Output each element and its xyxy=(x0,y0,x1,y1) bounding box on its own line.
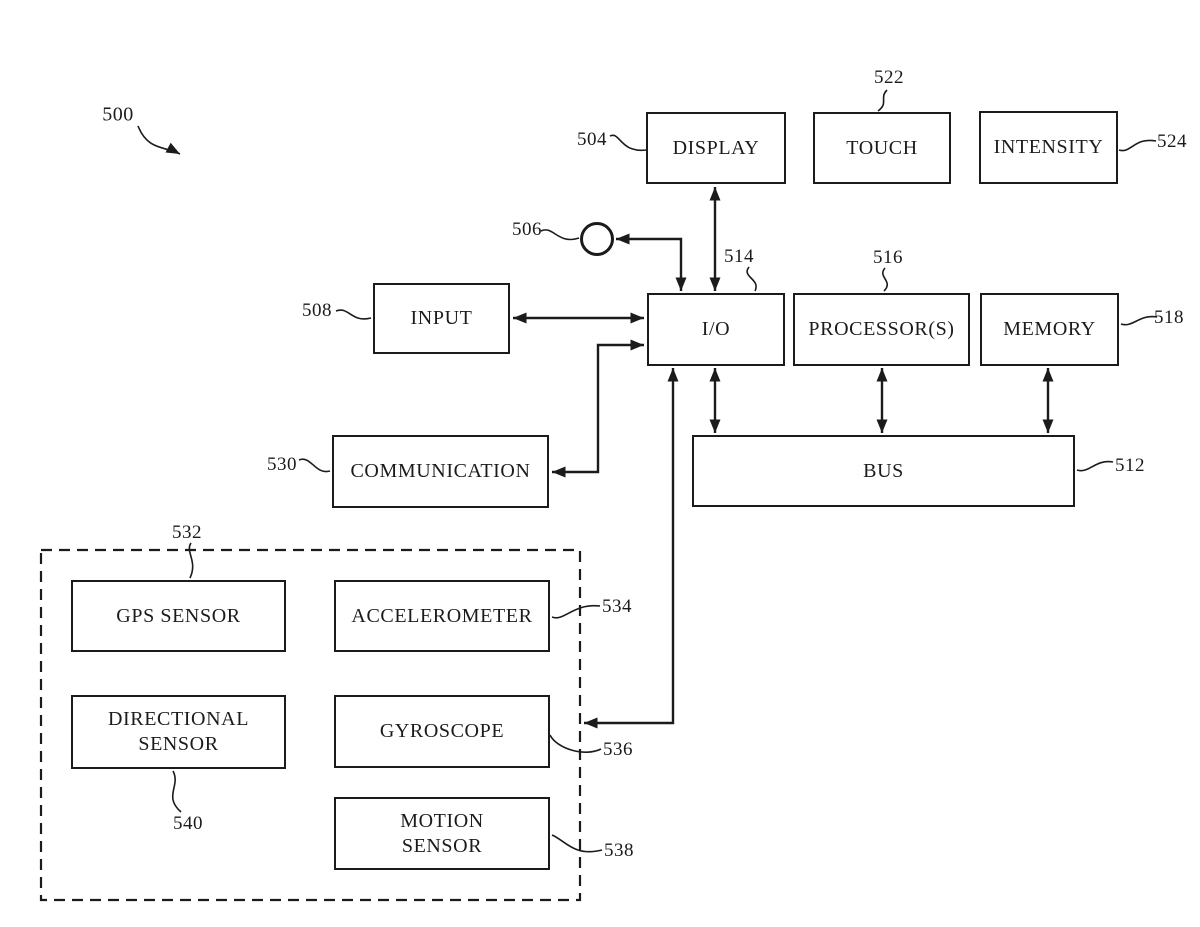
leader-508 xyxy=(335,309,372,320)
block-input-label: INPUT xyxy=(410,307,473,329)
leader-530 xyxy=(298,458,331,473)
leader-534 xyxy=(551,605,601,619)
ref-516: 516 xyxy=(873,247,903,268)
block-input: INPUT xyxy=(373,283,510,354)
leader-540 xyxy=(171,770,182,813)
block-processors: PROCESSOR(S) xyxy=(793,293,970,366)
leader-532 xyxy=(188,542,194,579)
block-memory: MEMORY xyxy=(980,293,1119,366)
ref-524: 524 xyxy=(1157,131,1187,152)
leader-538 xyxy=(551,834,603,853)
ref-530: 530 xyxy=(267,454,297,475)
block-bus: BUS xyxy=(692,435,1075,507)
block-display-label: DISPLAY xyxy=(672,136,760,159)
block-io: I/O xyxy=(647,293,785,366)
ref-532: 532 xyxy=(172,522,202,543)
block-directional-sensor-label: DIRECTIONAL SENSOR xyxy=(107,708,250,755)
connector-io-sensor-group xyxy=(584,368,679,729)
ref-518: 518 xyxy=(1154,307,1184,328)
leader-518 xyxy=(1120,315,1158,326)
peripheral-circle xyxy=(580,222,614,256)
ref-514: 514 xyxy=(724,246,754,267)
ref-506: 506 xyxy=(512,219,542,240)
block-intensity-label: INTENSITY xyxy=(993,136,1104,158)
sensor-group-outline xyxy=(39,548,582,902)
leader-524 xyxy=(1118,139,1157,152)
leader-536 xyxy=(549,734,602,753)
block-gps-sensor-label: GPS SENSOR xyxy=(116,604,241,627)
block-gyroscope: GYROSCOPE xyxy=(334,695,550,768)
block-intensity: INTENSITY xyxy=(979,111,1118,184)
ref-500: 500 xyxy=(102,103,134,126)
block-touch-label: TOUCH xyxy=(846,136,918,159)
connector-circle-io xyxy=(616,233,687,291)
ref-512: 512 xyxy=(1115,455,1145,476)
leader-514 xyxy=(746,266,757,292)
leader-522 xyxy=(877,89,888,112)
block-communication-label: COMMUNICATION xyxy=(350,460,531,482)
leader-504 xyxy=(609,134,647,151)
block-directional-sensor: DIRECTIONAL SENSOR xyxy=(71,695,286,769)
block-touch: TOUCH xyxy=(813,112,951,184)
connector-io-communication xyxy=(552,339,644,478)
block-motion-sensor: MOTION SENSOR xyxy=(334,797,550,870)
leader-512 xyxy=(1076,460,1114,472)
leader-506 xyxy=(540,229,580,241)
leader-500 xyxy=(137,125,181,155)
block-memory-label: MEMORY xyxy=(1003,318,1096,340)
block-display: DISPLAY xyxy=(646,112,786,184)
ref-504: 504 xyxy=(577,129,607,150)
block-processors-label: PROCESSOR(S) xyxy=(808,318,955,340)
ref-536: 536 xyxy=(603,739,633,760)
block-gps-sensor: GPS SENSOR xyxy=(71,580,286,652)
block-accelerometer-label: ACCELEROMETER xyxy=(351,604,533,627)
block-motion-sensor-label: MOTION SENSOR xyxy=(400,809,484,857)
block-bus-label: BUS xyxy=(863,459,904,482)
ref-508: 508 xyxy=(302,300,332,321)
block-gyroscope-label: GYROSCOPE xyxy=(379,720,505,742)
ref-522: 522 xyxy=(874,67,904,88)
leader-516 xyxy=(882,267,889,292)
block-communication: COMMUNICATION xyxy=(332,435,549,508)
ref-540: 540 xyxy=(173,813,203,834)
ref-538: 538 xyxy=(604,840,634,861)
block-accelerometer: ACCELEROMETER xyxy=(334,580,550,652)
block-io-label: I/O xyxy=(701,318,731,340)
ref-534: 534 xyxy=(602,596,632,617)
